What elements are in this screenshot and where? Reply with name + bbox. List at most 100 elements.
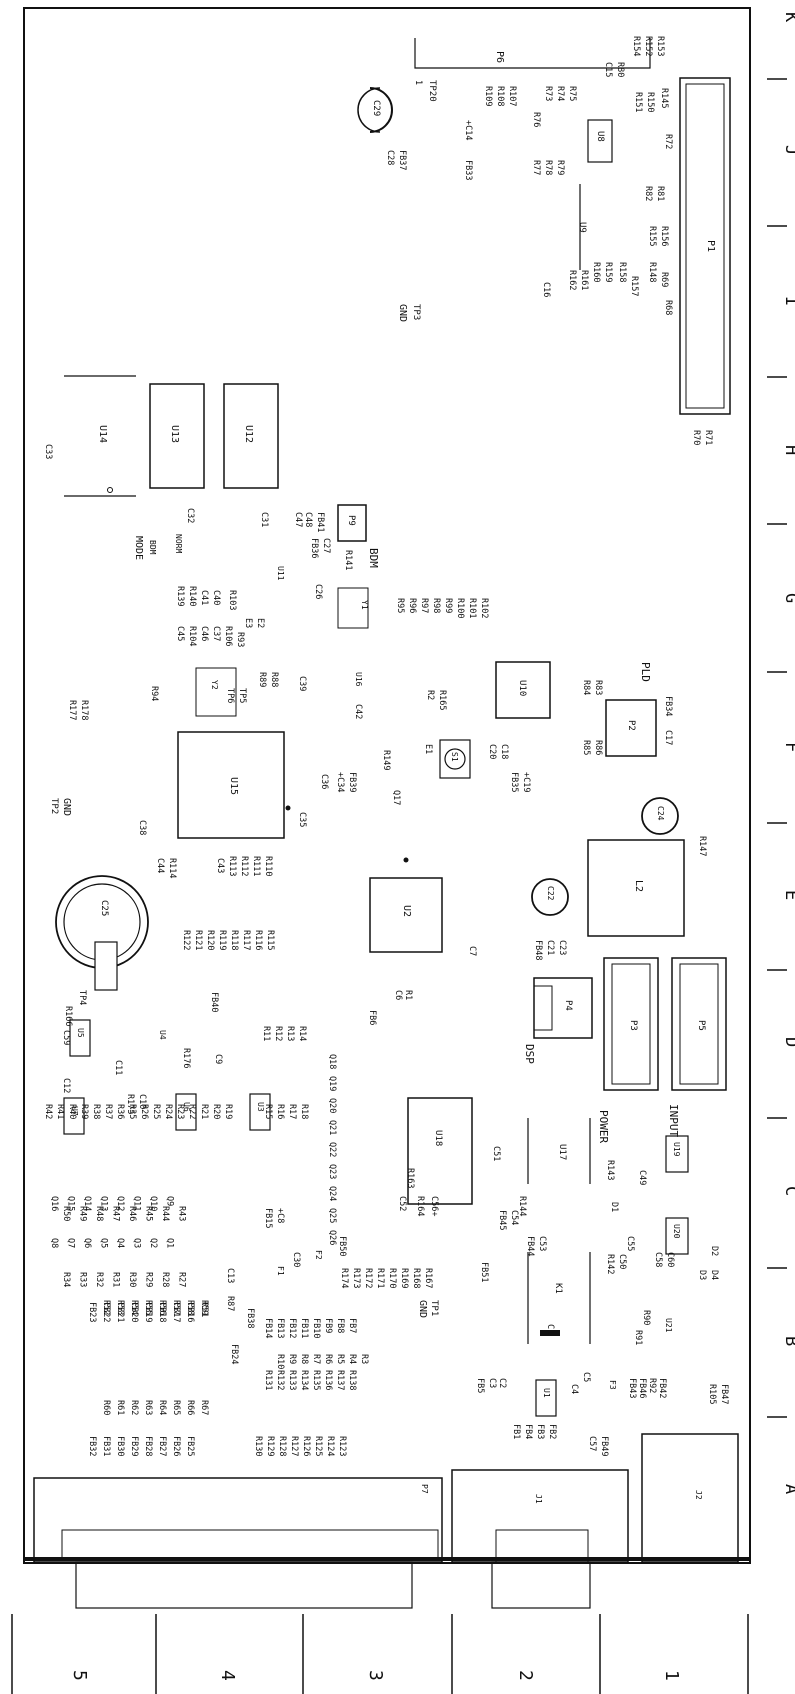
ref-r4: R4 bbox=[347, 1354, 357, 1364]
svg-text:D1: D1 bbox=[609, 1202, 619, 1212]
svg-text:Y1: Y1 bbox=[360, 600, 369, 610]
svg-text:R165: R165 bbox=[437, 690, 447, 710]
svg-text:C46: C46 bbox=[199, 626, 209, 641]
ref-q11: Q11 bbox=[132, 1196, 142, 1211]
ref-fb19: FB19 bbox=[143, 1302, 153, 1322]
ref-r43: R43 bbox=[177, 1206, 187, 1221]
ref-r133: R133 bbox=[287, 1370, 297, 1390]
svg-text:C16: C16 bbox=[541, 282, 551, 297]
ref-r65: R65 bbox=[171, 1400, 181, 1415]
ref-r5: R5 bbox=[335, 1354, 345, 1364]
ref-r38: R38 bbox=[91, 1104, 101, 1119]
chip-U21: U21 bbox=[664, 1318, 673, 1333]
svg-text:FB35: FB35 bbox=[509, 772, 519, 792]
ref-r113: R113 bbox=[227, 856, 237, 876]
connector-P5: P5 bbox=[671, 957, 727, 1091]
chip-U5: U5 bbox=[69, 1019, 91, 1057]
svg-text:U12: U12 bbox=[243, 425, 254, 443]
svg-text:R161: R161 bbox=[579, 270, 589, 290]
chip-U3: U3 bbox=[249, 1093, 271, 1131]
ref-fb25: FB25 bbox=[185, 1436, 195, 1456]
svg-text:U6: U6 bbox=[182, 1102, 191, 1112]
svg-text:FB3: FB3 bbox=[535, 1424, 545, 1439]
ref-r49: R49 bbox=[78, 1206, 88, 1221]
svg-text:C33: C33 bbox=[43, 444, 53, 459]
ref-q24: Q24 bbox=[327, 1186, 337, 1201]
label-tp1: TP1 bbox=[429, 1300, 439, 1316]
svg-text:R88: R88 bbox=[269, 672, 279, 687]
svg-text:U1: U1 bbox=[542, 1388, 551, 1398]
connector-P6: P6 bbox=[414, 38, 651, 69]
svg-text:Y2: Y2 bbox=[210, 680, 219, 690]
svg-text:R85: R85 bbox=[581, 740, 591, 755]
svg-text:C38: C38 bbox=[137, 820, 147, 835]
ref-r35: R35 bbox=[127, 1104, 137, 1119]
col-label-F: F bbox=[781, 742, 795, 752]
ref-r36: R36 bbox=[115, 1104, 125, 1119]
ref-r115: R115 bbox=[265, 930, 275, 950]
ref-r29: R29 bbox=[144, 1272, 154, 1287]
ref-q2: Q2 bbox=[148, 1238, 158, 1248]
svg-text:P7: P7 bbox=[420, 1484, 429, 1494]
svg-text:FB4: FB4 bbox=[523, 1424, 533, 1439]
ref-r45: R45 bbox=[144, 1206, 154, 1221]
svg-text:FB51: FB51 bbox=[479, 1262, 489, 1282]
svg-text:S1: S1 bbox=[450, 752, 459, 762]
svg-text:D4: D4 bbox=[709, 1270, 719, 1280]
ref-r11: R11 bbox=[261, 1026, 271, 1041]
label-tp3: TP3 bbox=[411, 304, 421, 320]
svg-text:U14: U14 bbox=[97, 425, 108, 443]
svg-text:C27: C27 bbox=[321, 538, 331, 553]
svg-text:R166: R166 bbox=[63, 1006, 73, 1026]
svg-text:C32: C32 bbox=[185, 508, 195, 523]
ref-fb26: FB26 bbox=[171, 1436, 181, 1456]
svg-text:R77: R77 bbox=[531, 160, 541, 175]
svg-text:R84: R84 bbox=[581, 680, 591, 695]
ref-q20: Q20 bbox=[327, 1098, 337, 1113]
ref-r47: R47 bbox=[111, 1206, 121, 1221]
chip-U19: U19 bbox=[665, 1135, 689, 1173]
svg-text:P1: P1 bbox=[705, 240, 716, 252]
ref-r132: R132 bbox=[275, 1370, 285, 1390]
ref-r117: R117 bbox=[241, 930, 251, 950]
ref-q12: Q12 bbox=[115, 1196, 125, 1211]
svg-text:R96: R96 bbox=[407, 598, 417, 613]
ref-r22: R22 bbox=[187, 1104, 197, 1119]
col-label-C: C bbox=[781, 1186, 795, 1196]
ref-r125: R125 bbox=[313, 1436, 323, 1456]
col-label-A: A bbox=[781, 1484, 795, 1494]
svg-text:U11: U11 bbox=[276, 566, 285, 581]
chip-U1: U1 bbox=[535, 1379, 557, 1417]
ref-r15: R15 bbox=[263, 1104, 273, 1119]
label-power: POWER bbox=[597, 1110, 610, 1143]
ref-r171: R171 bbox=[375, 1268, 385, 1288]
row-label-3: 3 bbox=[365, 1670, 386, 1681]
ref-fb27: FB27 bbox=[157, 1436, 167, 1456]
svg-text:R108: R108 bbox=[495, 86, 505, 106]
svg-text:TP4: TP4 bbox=[77, 990, 87, 1005]
ref-r58: R58 bbox=[185, 1300, 195, 1315]
ref-r20: R20 bbox=[211, 1104, 221, 1119]
svg-text:C31: C31 bbox=[259, 512, 269, 527]
ref-fb18: FB18 bbox=[157, 1302, 167, 1322]
ref-q5: Q5 bbox=[99, 1238, 109, 1248]
ref-q21: Q21 bbox=[327, 1120, 337, 1135]
svg-text:+C14: +C14 bbox=[463, 120, 473, 140]
ref-r41: R41 bbox=[55, 1104, 65, 1119]
ref-r39: R39 bbox=[79, 1104, 89, 1119]
label-bdm: BDM bbox=[367, 548, 380, 568]
ref-r18: R18 bbox=[299, 1104, 309, 1119]
ref-r6: R6 bbox=[323, 1354, 333, 1364]
ref-fb30: FB30 bbox=[115, 1436, 125, 1456]
svg-text:U7: U7 bbox=[70, 1106, 79, 1116]
svg-text:FB44: FB44 bbox=[525, 1236, 535, 1256]
ref-fb31: FB31 bbox=[101, 1436, 111, 1456]
ref-r116: R116 bbox=[253, 930, 263, 950]
ref-fb9: FB9 bbox=[323, 1318, 333, 1333]
svg-text:R114: R114 bbox=[167, 858, 177, 878]
ref-fb10: FB10 bbox=[311, 1318, 321, 1338]
label-bdm-small: BDM bbox=[148, 540, 157, 555]
ref-r63: R63 bbox=[143, 1400, 153, 1415]
svg-text:C54: C54 bbox=[509, 1210, 519, 1225]
ref-q1: Q1 bbox=[165, 1238, 175, 1248]
